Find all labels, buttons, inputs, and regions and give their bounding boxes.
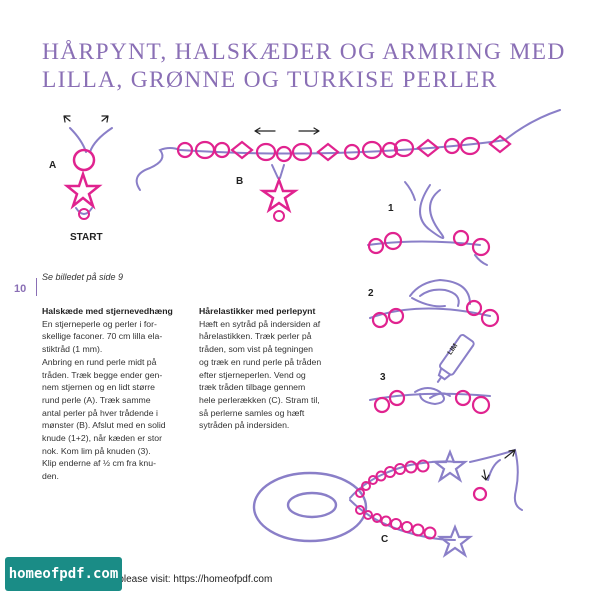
page-number: 10 (14, 283, 27, 295)
glue-tube-icon (436, 334, 475, 383)
label-a: A (49, 160, 57, 171)
homeofpdf-logo[interactable]: homeofpdf.com (5, 557, 122, 591)
necklace-line: Anbring en rund perle midt på (42, 356, 157, 367)
hair-elastic-body: Hæft en sytråd på indersiden af hårelast… (199, 318, 321, 432)
necklace-line: rund perle (A). Træk samme (42, 394, 151, 405)
label-step-2: 2 (368, 288, 374, 299)
label-step-1: 1 (388, 203, 394, 214)
label-c: C (381, 534, 389, 545)
label-start: START (70, 232, 103, 243)
necklace-line: nem stjernen og en lidt større (42, 382, 155, 393)
necklace-line: tråden. Træk begge ender gen- (42, 369, 163, 380)
knot-step-1 (367, 181, 491, 266)
hair-elastic-line: hele perlerækken (C). Stram til, (199, 394, 320, 405)
knot-step-2 (369, 278, 500, 329)
necklace-line: Klip enderne af ½ cm fra knu- (42, 458, 156, 469)
knot-step-3 (369, 334, 491, 415)
label-step-3: 3 (380, 372, 386, 383)
necklace-line: mønster (B). Afslut med en solid (42, 420, 166, 431)
diagram-b-bead-pattern (135, 109, 561, 222)
necklace-line: nok. Kom lim på knuden (3). (42, 445, 151, 456)
visit-link-text[interactable]: e please visit: https://homeofpdf.com (110, 574, 273, 585)
necklace-line: stiktråd (1 mm). (42, 344, 103, 355)
necklace-line: knude (1+2), når kæden er stor (42, 433, 163, 444)
hair-elastic-line: hårelastikken. Træk perler på (199, 331, 312, 342)
page-title: HÅRPYNT, HALSKÆDER OG ARMRING MED LILLA,… (42, 38, 566, 94)
hair-elastic-line: og træk en rund perle på tråden (199, 356, 322, 367)
necklace-line: den. (42, 471, 59, 482)
label-b: B (236, 176, 244, 187)
hair-elastic-line: så perlerne samles og hæft (199, 407, 305, 418)
necklace-heading: Halskæde med stjernevedhæng (42, 306, 173, 316)
hair-elastic-line: træk tråden tilbage gennem (199, 382, 306, 393)
hair-elastic-line: Hæft en sytråd på indersiden af (199, 318, 321, 329)
hair-elastic-instructions: Hårelastikker med perlepynt Hæft en sytr… (199, 305, 321, 432)
necklace-line: En stjerneperle og perler i for- (42, 318, 157, 329)
photo-reference: Se billedet på side 9 (42, 272, 124, 282)
necklace-instructions: Halskæde med stjernevedhæng En stjernepe… (42, 305, 173, 483)
hair-elastic-heading: Hårelastikker med perlepynt (199, 306, 316, 316)
hair-elastic-line: efter stjerneperlen. Vend og (199, 369, 306, 380)
page-title-line-2: LILLA, GRØNNE OG TURKISE PERLER (42, 67, 498, 93)
page-title-line-1: HÅRPYNT, HALSKÆDER OG ARMRING MED (42, 39, 566, 65)
necklace-body: En stjerneperle og perler i for- skellig… (42, 318, 173, 483)
hair-elastic-line: tråden, som vist på tegningen (199, 344, 313, 355)
necklace-line: skellige faconer. 70 cm lilla ela- (42, 331, 163, 342)
necklace-line: antal perler på hver trådende i (42, 407, 158, 418)
hair-elastic-line: sytråden på indersiden. (199, 420, 290, 431)
diagram-a-star-pendant (63, 115, 113, 220)
diagram-c-hair-elastic (252, 448, 523, 558)
page-number-rule (36, 278, 37, 296)
